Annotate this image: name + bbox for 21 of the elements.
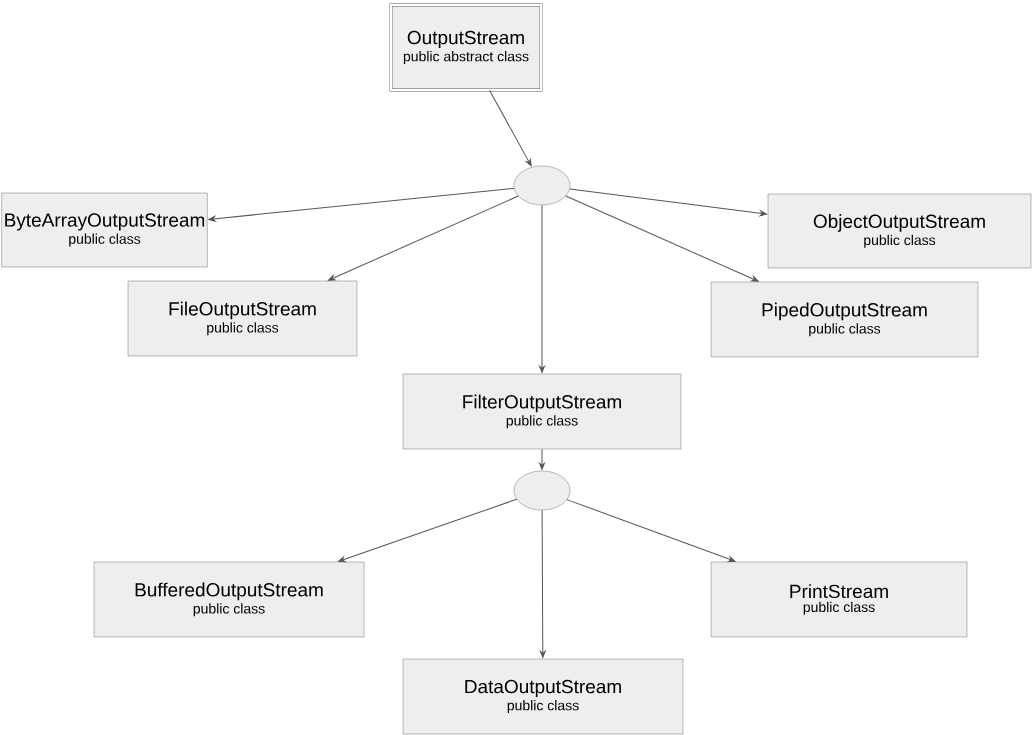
class-box: OutputStream public abstract class [389,3,543,92]
class-box: FilterOutputStream public class [402,373,682,450]
junction-ellipse [513,165,571,206]
arrow [489,89,532,167]
class-box: BufferedOutputStream public class [93,561,365,638]
arrow [565,195,759,282]
arrow [338,498,518,563]
arrow [539,509,546,658]
class-box: ByteArrayOutputStream public class [1,192,208,268]
arrow [328,195,519,281]
class-box: PipedOutputStream public class [710,281,979,358]
arrow [539,448,545,470]
class-box: DataOutputStream public class [402,658,684,735]
arrow [569,188,767,217]
arrow [539,204,545,373]
arrow [208,187,515,222]
class-box: PrintStream public class [710,561,968,638]
class-box: FileOutputStream public class [127,280,358,357]
junction-ellipse [513,470,571,511]
arrow [566,499,736,562]
class-box: ObjectOutputStream public class [767,193,1032,269]
